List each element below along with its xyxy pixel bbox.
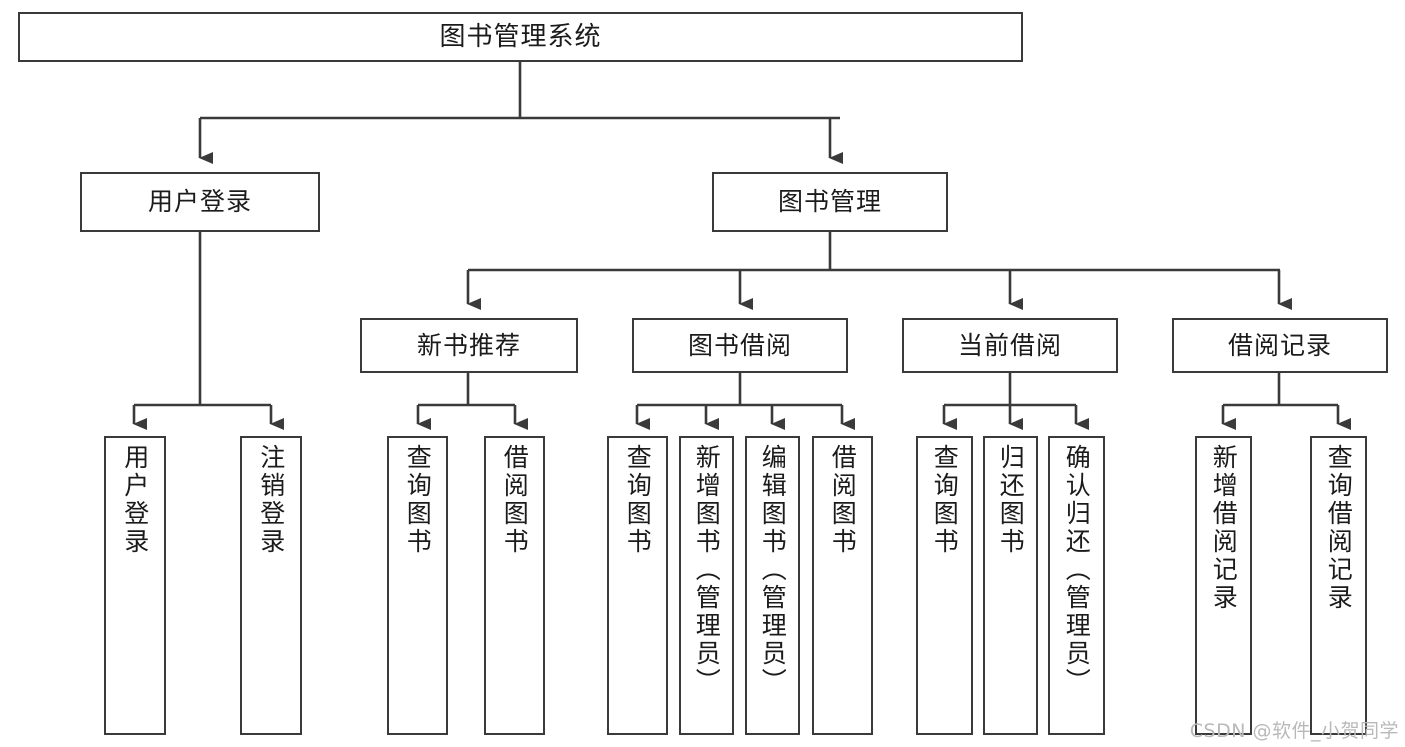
node-label: 查询图书 — [403, 444, 433, 556]
node-label: 新增借阅记录 — [1209, 444, 1239, 612]
node-label: 编辑图书（管理员） — [758, 444, 788, 696]
node-leaf-user-login[interactable]: 用户登录 — [104, 436, 166, 735]
node-root-system[interactable]: 图书管理系统 — [18, 12, 1023, 62]
node-leaf-add-book-admin[interactable]: 新增图书（管理员） — [679, 436, 734, 735]
node-label: 归还图书 — [996, 444, 1026, 556]
node-label: 借阅图书 — [500, 444, 530, 556]
node-label: 图书管理系统 — [439, 21, 602, 52]
node-label: 借阅图书 — [828, 444, 858, 556]
node-book-manage[interactable]: 图书管理 — [712, 172, 948, 232]
node-book-borrow[interactable]: 图书借阅 — [632, 318, 848, 373]
node-leaf-query-borrow-record[interactable]: 查询借阅记录 — [1310, 436, 1367, 735]
watermark-text: CSDN @软件_小贺同学 — [1189, 720, 1399, 742]
node-label: 查询图书 — [930, 444, 960, 556]
node-label: 图书管理 — [777, 187, 882, 217]
node-current-borrow[interactable]: 当前借阅 — [902, 318, 1118, 373]
node-leaf-logout-login[interactable]: 注销登录 — [240, 436, 302, 735]
node-label: 查询图书 — [623, 444, 653, 556]
node-label: 图书借阅 — [687, 330, 792, 360]
node-new-book-recommend[interactable]: 新书推荐 — [360, 318, 578, 373]
node-leaf-borrow-book-1[interactable]: 借阅图书 — [484, 436, 545, 735]
node-label: 新书推荐 — [416, 330, 521, 360]
node-label: 确认归还（管理员） — [1062, 444, 1092, 696]
node-leaf-confirm-return-admin[interactable]: 确认归还（管理员） — [1048, 436, 1105, 735]
node-user-login[interactable]: 用户登录 — [80, 172, 320, 232]
node-leaf-edit-book-admin[interactable]: 编辑图书（管理员） — [745, 436, 800, 735]
node-leaf-add-borrow-record[interactable]: 新增借阅记录 — [1195, 436, 1252, 735]
node-label: 借阅记录 — [1227, 330, 1332, 360]
node-label: 用户登录 — [147, 187, 252, 217]
node-label: 当前借阅 — [957, 330, 1062, 360]
node-leaf-query-book-1[interactable]: 查询图书 — [387, 436, 448, 735]
node-label: 新增图书（管理员） — [692, 444, 722, 696]
node-borrow-record[interactable]: 借阅记录 — [1172, 318, 1388, 373]
node-leaf-return-book[interactable]: 归还图书 — [983, 436, 1038, 735]
node-label: 注销登录 — [256, 444, 286, 556]
node-leaf-query-book-2[interactable]: 查询图书 — [607, 436, 668, 735]
node-leaf-query-book-3[interactable]: 查询图书 — [916, 436, 973, 735]
node-label: 用户登录 — [120, 444, 150, 556]
node-leaf-borrow-book-2[interactable]: 借阅图书 — [812, 436, 873, 735]
node-label: 查询借阅记录 — [1324, 444, 1354, 612]
